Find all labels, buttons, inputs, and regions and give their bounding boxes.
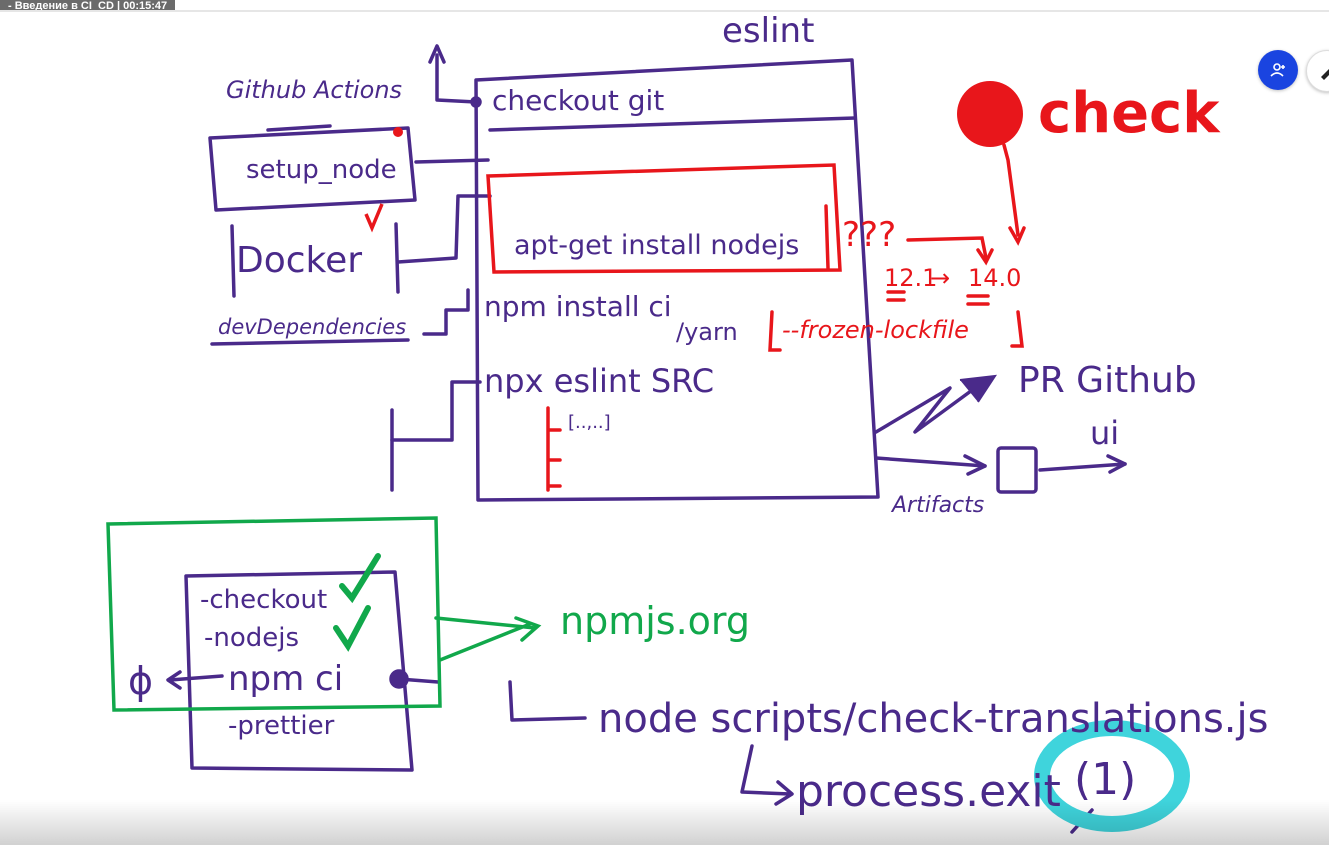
checkout-divider: [488, 116, 857, 132]
version-from: 12.1: [884, 264, 937, 292]
apt-get-box: [486, 163, 842, 274]
docker-label: Docker: [236, 240, 362, 281]
npx-step: npx eslint SRC: [484, 362, 714, 400]
yarn-step: /yarn: [676, 318, 738, 346]
check-label: check: [1038, 81, 1221, 146]
exit-code-label: (1): [1074, 754, 1136, 805]
list-item-nodejs: -nodejs: [204, 623, 299, 653]
pen-tool-icon: [1321, 69, 1329, 80]
dev-dependencies-label: devDependencies: [218, 315, 406, 339]
version-arrow: →: [930, 264, 950, 292]
workflow-title: eslint: [722, 11, 814, 51]
person-plus-icon: [1270, 63, 1285, 77]
npm-step: npm install ci: [484, 290, 672, 323]
user-button[interactable]: [1258, 50, 1298, 90]
green-box: [106, 516, 442, 712]
setup-node-label: setup_node: [246, 155, 397, 185]
video-bottom-shade: [0, 800, 1329, 845]
version-to: 14.0: [968, 264, 1021, 292]
workflow-box: [474, 58, 880, 502]
pr-github-label: PR Github: [1018, 360, 1197, 401]
setup-node-box: [208, 126, 417, 212]
node-script-label: node scripts/check-translations.js: [598, 696, 1268, 742]
list-item-prettier: -prettier: [228, 711, 335, 741]
up-arrow: [435, 53, 478, 104]
record-dot: [957, 81, 1023, 147]
ui-label: ui: [1090, 414, 1119, 452]
list-item-checkout: -checkout: [200, 585, 327, 615]
question-marks: ???: [842, 215, 896, 255]
exit-code-highlight: [1034, 720, 1190, 832]
top-divider: [0, 10, 1329, 12]
steps-list-box: [184, 570, 414, 772]
npmjs-label: npmjs.org: [560, 599, 750, 643]
process-exit-label: process.exit: [796, 766, 1061, 817]
checkout-step: checkout git: [492, 84, 664, 117]
npx-sub: [..,..]: [568, 412, 611, 433]
yarn-flag: --frozen-lockfile: [782, 316, 969, 344]
null-symbol: ϕ: [128, 659, 153, 703]
artifacts-label: Artifacts: [890, 493, 984, 518]
artifact-icon: [996, 446, 1038, 494]
window-title: - Введение в CI_CD | 00:15:47: [0, 0, 176, 12]
list-item-npm-ci: npm ci: [228, 659, 343, 699]
github-actions-label: Github Actions: [226, 76, 402, 104]
apt-get-step: apt-get install nodejs: [514, 230, 799, 261]
